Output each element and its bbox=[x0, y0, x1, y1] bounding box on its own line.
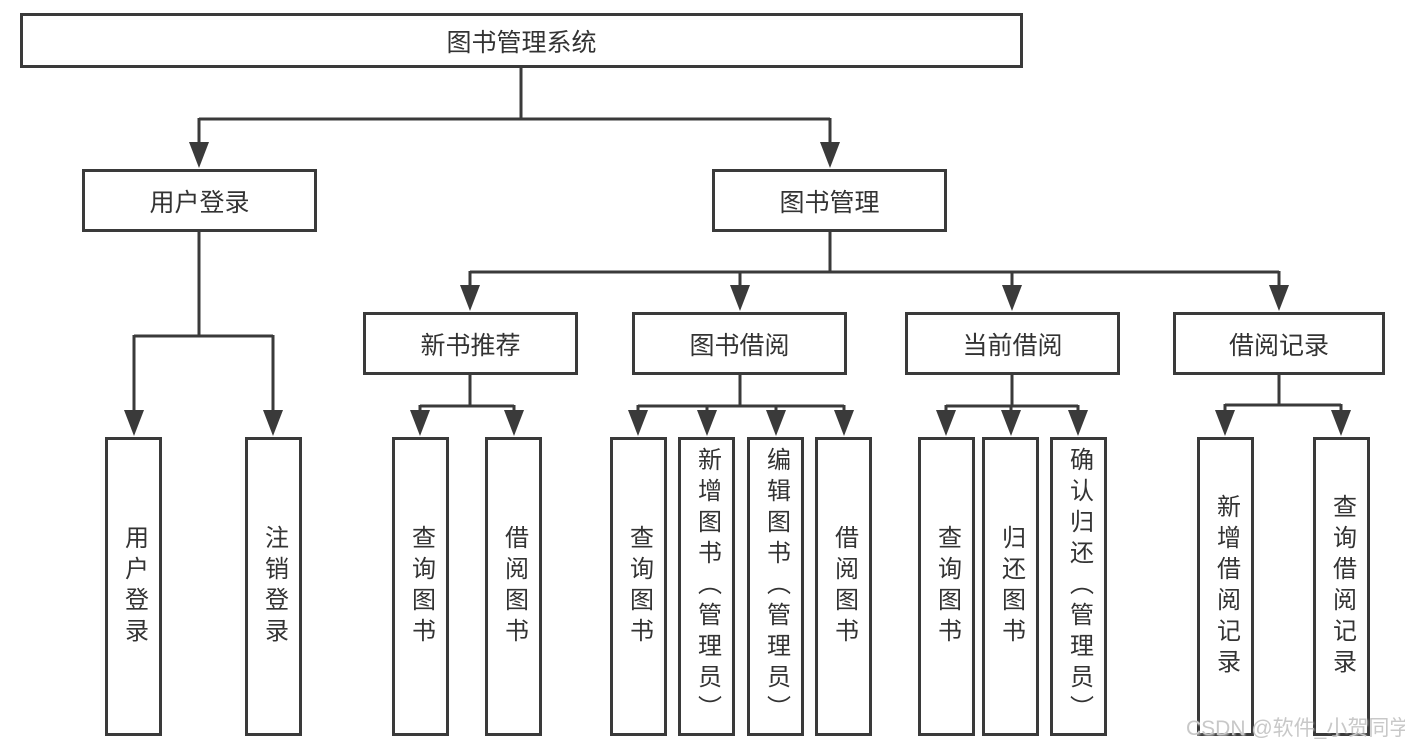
leaf-borrowing-edit-book-admin-label: 编辑图书（管理员） bbox=[762, 447, 790, 726]
node-root: 图书管理系统 bbox=[20, 13, 1023, 68]
leaf-user-login: 用户登录 bbox=[105, 437, 162, 736]
leaf-recommend-borrow-book-label: 借阅图书 bbox=[500, 524, 528, 649]
leaf-current-confirm-return-admin: 确认归还（管理员） bbox=[1050, 437, 1107, 736]
node-user-login: 用户登录 bbox=[82, 169, 317, 232]
leaf-recommend-query-book: 查询图书 bbox=[392, 437, 449, 736]
node-borrow-records-label: 借阅记录 bbox=[1228, 331, 1329, 360]
node-current-borrowing: 当前借阅 bbox=[905, 312, 1120, 375]
node-book-borrowing: 图书借阅 bbox=[632, 312, 847, 375]
leaf-current-confirm-return-admin-label: 确认归还（管理员） bbox=[1065, 447, 1093, 726]
connector-book-borrowing-to-children bbox=[628, 375, 854, 436]
leaf-records-add-record: 新增借阅记录 bbox=[1197, 437, 1254, 736]
leaf-current-return-book: 归还图书 bbox=[982, 437, 1039, 736]
node-user-login-label: 用户登录 bbox=[149, 188, 250, 217]
connector-user-login-to-children bbox=[124, 232, 283, 436]
leaf-borrowing-borrow-book: 借阅图书 bbox=[815, 437, 872, 736]
leaf-borrowing-add-book-admin-label: 新增图书（管理员） bbox=[693, 447, 721, 726]
leaf-borrowing-borrow-book-label: 借阅图书 bbox=[830, 524, 858, 649]
leaf-borrowing-add-book-admin: 新增图书（管理员） bbox=[678, 437, 735, 736]
leaf-recommend-borrow-book: 借阅图书 bbox=[485, 437, 542, 736]
leaf-records-query-record-label: 查询借阅记录 bbox=[1328, 493, 1356, 680]
node-book-management: 图书管理 bbox=[712, 169, 947, 232]
node-book-management-label: 图书管理 bbox=[779, 188, 880, 217]
leaf-current-query-book-label: 查询图书 bbox=[933, 524, 961, 649]
leaf-records-add-record-label: 新增借阅记录 bbox=[1212, 493, 1240, 680]
leaf-recommend-query-book-label: 查询图书 bbox=[407, 524, 435, 649]
node-new-book-recommend-label: 新书推荐 bbox=[420, 331, 521, 360]
connector-book-management-to-children bbox=[460, 232, 1289, 311]
node-borrow-records: 借阅记录 bbox=[1173, 312, 1385, 375]
leaf-user-login-label: 用户登录 bbox=[120, 524, 148, 649]
leaf-current-query-book: 查询图书 bbox=[918, 437, 975, 736]
leaf-borrowing-edit-book-admin: 编辑图书（管理员） bbox=[747, 437, 804, 736]
connector-borrow-records-to-children bbox=[1215, 375, 1351, 436]
csdn-watermark: CSDN @软件_小贺同学 bbox=[1186, 717, 1405, 740]
node-new-book-recommend: 新书推荐 bbox=[363, 312, 578, 375]
leaf-logout: 注销登录 bbox=[245, 437, 302, 736]
connector-current-borrowing-to-children bbox=[936, 375, 1088, 436]
connector-new-book-recommend-to-children bbox=[410, 375, 524, 436]
node-book-borrowing-label: 图书借阅 bbox=[689, 331, 790, 360]
node-current-borrowing-label: 当前借阅 bbox=[962, 331, 1063, 360]
node-root-label: 图书管理系统 bbox=[446, 28, 597, 57]
leaf-borrowing-query-book-label: 查询图书 bbox=[625, 524, 653, 649]
leaf-logout-label: 注销登录 bbox=[260, 524, 288, 649]
leaf-current-return-book-label: 归还图书 bbox=[997, 524, 1025, 649]
leaf-records-query-record: 查询借阅记录 bbox=[1313, 437, 1370, 736]
leaf-borrowing-query-book: 查询图书 bbox=[610, 437, 667, 736]
connector-root-to-children bbox=[189, 68, 840, 168]
